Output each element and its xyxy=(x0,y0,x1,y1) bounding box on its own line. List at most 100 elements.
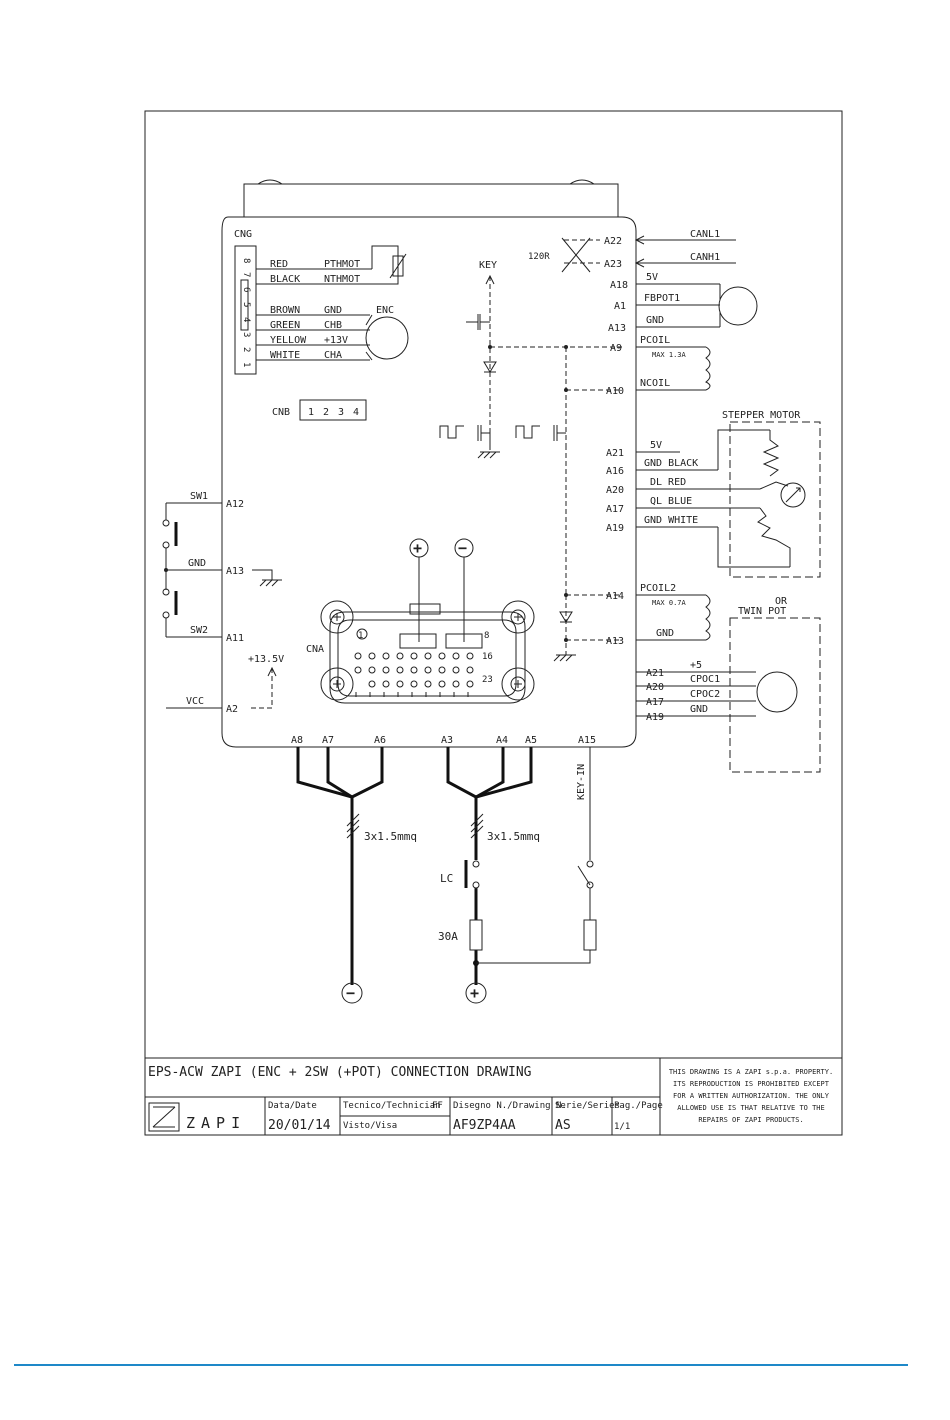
wire-color: BROWN xyxy=(270,305,300,316)
pin-label: A19 xyxy=(606,523,624,534)
battery-minus-icon xyxy=(341,982,363,1004)
enc-label: ENC xyxy=(376,305,394,316)
mounting-tabs xyxy=(257,179,595,185)
cable-label: 3x1.5mmq xyxy=(487,830,540,843)
pot-section: A18 A1 A13 5V FBPOT1 GND xyxy=(608,272,758,334)
coil-label: NCOIL xyxy=(640,378,670,389)
coil1-section: A9 A10 PCOIL NCOIL MAX 1.3A xyxy=(606,335,711,397)
notice-line: ITS REPRODUCTION IS PROHIBITED EXCEPT xyxy=(673,1080,830,1088)
switch-label: VCC xyxy=(186,696,204,707)
controller-body xyxy=(221,216,637,748)
cna-pin: 8 xyxy=(484,631,489,641)
pin-label: A1 xyxy=(614,301,626,312)
left-switches: SW1 GND SW2 VCC A12 A13 A11 A2 +13.5V xyxy=(162,491,284,715)
cng-latch xyxy=(240,279,249,331)
twin-box xyxy=(729,617,821,773)
twin-pot-section: OR TWIN POT A21 A20 A17 A19 +5 CPOC1 CPO… xyxy=(636,596,821,773)
power-cables: 3x1.5mmq 3x1.5mmq xyxy=(296,747,540,985)
drawing-no-label: Disegno N./Drawing N. xyxy=(453,1101,567,1111)
ground-icon xyxy=(252,569,282,587)
wire-color: RED xyxy=(270,259,288,270)
pin-label: A21 xyxy=(606,448,624,459)
cable-label: 3x1.5mmq xyxy=(364,830,417,843)
resistor-label: 120R xyxy=(528,252,550,262)
stepper-box xyxy=(729,421,821,578)
cng-pin: 2 xyxy=(241,347,251,352)
can-section: CANL1 CANH1 A22 A23 120R xyxy=(528,229,736,273)
wire-signal: GND xyxy=(324,305,342,316)
twin-wire: CPOC1 xyxy=(690,674,720,685)
pin-label: A3 xyxy=(441,735,453,746)
pin-label: A5 xyxy=(525,735,537,746)
pin-label: A14 xyxy=(606,591,624,602)
cna-pin: 23 xyxy=(482,675,493,685)
wire-signal: CHB xyxy=(324,320,342,331)
drawing-title: EPS-ACW ZAPI (ENC + 2SW (+POT) CONNECTIO… xyxy=(148,1065,532,1080)
coil-max: MAX 0.7A xyxy=(652,599,687,607)
key-label: KEY xyxy=(479,260,497,271)
stepper-wire: DL RED xyxy=(650,477,686,488)
cng-title: CNG xyxy=(234,229,252,240)
pin-label: A22 xyxy=(604,236,622,247)
battery-plus-sign: + xyxy=(470,984,479,1002)
wire-signal: PTHMOT xyxy=(324,259,360,270)
wire-signal: NTHMOT xyxy=(324,274,360,285)
key-in-line: KEY-IN xyxy=(476,747,597,964)
wire-signal: CHA xyxy=(324,350,342,361)
pin-label: A19 xyxy=(646,712,664,723)
cna-pin: 16 xyxy=(482,652,493,662)
stepper-wire: GND WHITE xyxy=(644,515,698,526)
coil-icon xyxy=(705,346,711,391)
date-label: Data/Date xyxy=(268,1101,317,1111)
pin-label: A13 xyxy=(608,323,626,334)
battery-minus-sign: − xyxy=(346,984,355,1002)
cng-pin: 7 xyxy=(241,272,251,277)
cng-pin: 8 xyxy=(241,258,251,263)
cnb-pin: 2 xyxy=(323,407,329,418)
pin-label: A12 xyxy=(226,499,244,510)
heatsink xyxy=(243,183,619,217)
pin-label: A15 xyxy=(578,735,596,746)
coil-label: PCOIL xyxy=(640,335,670,346)
pin-label: A20 xyxy=(646,682,664,693)
pin-label: A17 xyxy=(606,504,624,515)
cnb-pin: 1 xyxy=(308,407,314,418)
cng-connector xyxy=(234,245,257,375)
pin-label: A2 xyxy=(226,704,238,715)
rotor-icon xyxy=(780,482,806,508)
notice-line: REPAIRS OF ZAPI PRODUCTS. xyxy=(698,1116,803,1124)
plus-sign: + xyxy=(413,539,422,557)
minus-sign: − xyxy=(458,539,467,557)
logo-icon xyxy=(148,1102,180,1132)
stepper-wire: QL BLUE xyxy=(650,496,692,507)
key-in-label: KEY-IN xyxy=(576,764,587,800)
battery-plus-icon xyxy=(465,982,487,1004)
coil-max: MAX 1.3A xyxy=(652,351,687,359)
thermistor-loop xyxy=(371,245,399,285)
pot-icon xyxy=(718,286,758,326)
switch-label: GND xyxy=(188,558,206,569)
stepper-wire: GND BLACK xyxy=(644,458,698,469)
notice-line: ALLOWED USE IS THAT RELATIVE TO THE xyxy=(677,1104,825,1112)
tech-label: Tecnico/Technician xyxy=(343,1101,441,1111)
cng-pins: 8 7 6 5 4 3 2 1 xyxy=(241,258,251,367)
notice-line: THIS DRAWING IS A ZAPI s.p.a. PROPERTY. xyxy=(669,1068,833,1076)
pin-label: A7 xyxy=(322,735,334,746)
drawing-no-value: AF9ZP4AA xyxy=(453,1118,516,1133)
cng-pin: 4 xyxy=(241,317,251,322)
coil-icon xyxy=(705,594,711,641)
cnb-connector xyxy=(299,399,367,421)
cng-pin: 3 xyxy=(241,332,251,337)
wire-color: BLACK xyxy=(270,274,300,285)
pin-label: A4 xyxy=(496,735,508,746)
pin-label: A6 xyxy=(374,735,386,746)
pin-label: A9 xyxy=(610,343,622,354)
pin-label: A8 xyxy=(291,735,303,746)
stepper-wire: 5V xyxy=(650,440,662,451)
fuse-icon xyxy=(469,919,483,951)
internal-circuit: KEY xyxy=(439,260,622,662)
pin-label: A13 xyxy=(606,636,624,647)
contactor-fuse: LC 30A xyxy=(438,860,483,966)
coil-label: GND xyxy=(656,628,674,639)
